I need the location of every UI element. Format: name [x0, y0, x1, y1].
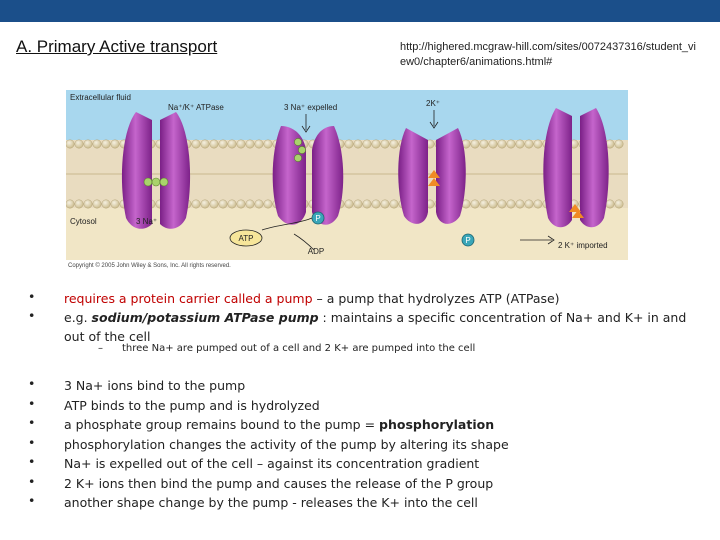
adp-label: ADP — [308, 247, 324, 256]
bullet-prefix: e.g. — [64, 310, 92, 325]
phospholipid-head — [255, 140, 263, 148]
top-banner — [0, 0, 720, 22]
na-in-label: 3 Na⁺ — [136, 217, 157, 226]
phospholipid-head — [93, 200, 101, 208]
atp-label: ATP — [239, 234, 254, 243]
phospholipid-head — [345, 140, 353, 148]
phospholipid-head — [219, 140, 227, 148]
phospholipid-head — [615, 140, 623, 148]
sodium-ion — [298, 146, 305, 153]
phosphate-label: P — [465, 236, 470, 245]
phospholipid-head — [264, 140, 272, 148]
phospholipid-head — [75, 200, 83, 208]
phospholipid-head — [210, 140, 218, 148]
sub-bullet-text: three Na+ are pumped out of a cell and 2… — [122, 343, 475, 354]
phospholipid-head — [390, 200, 398, 208]
phospholipid-head — [192, 140, 200, 148]
copyright-label: Copyright © 2005 John Wiley & Sons, Inc.… — [68, 262, 231, 269]
phospholipid-head — [237, 200, 245, 208]
na-expelled-label: 3 Na⁺ expelled — [284, 103, 337, 112]
extracellular-label: Extracellular fluid — [70, 93, 131, 102]
phospholipid-head — [354, 140, 362, 148]
phospholipid-head — [102, 200, 110, 208]
phospholipid-head — [381, 200, 389, 208]
phospholipid-head — [507, 140, 515, 148]
phospholipid-head — [255, 200, 263, 208]
phospholipid-head — [471, 140, 479, 148]
phospholipid-head — [201, 140, 209, 148]
phospholipid-head — [264, 200, 272, 208]
phospholipid-head — [354, 200, 362, 208]
sodium-ion — [160, 178, 168, 186]
phospholipid-head — [615, 200, 623, 208]
phospholipid-head — [516, 140, 524, 148]
sodium-ion — [152, 178, 160, 186]
cytosol-label: Cytosol — [70, 217, 97, 226]
phospholipid-head — [606, 200, 614, 208]
phospholipid-head — [390, 140, 398, 148]
phospholipid-head — [228, 140, 236, 148]
phospholipid-head — [201, 200, 209, 208]
phospholipid-head — [489, 200, 497, 208]
phospholipid-head — [480, 140, 488, 148]
phospholipid-head — [246, 140, 254, 148]
k-imported-label: 2 K⁺ imported — [558, 241, 608, 250]
phospholipid-head — [84, 200, 92, 208]
phosphorylation-term: phosphorylation — [379, 417, 494, 432]
sodium-ion — [144, 178, 152, 186]
bullet-emphasis: sodium/potassium ATPase pump — [92, 310, 319, 325]
phospholipid-head — [75, 140, 83, 148]
phospholipid-head — [471, 200, 479, 208]
phospholipid-head — [372, 200, 380, 208]
phospholipid-head — [516, 200, 524, 208]
phospholipid-head — [192, 200, 200, 208]
sodium-ion — [294, 138, 301, 145]
pump-diagram: P P ATP ADP Extracellular fluid Na⁺/K⁺ A… — [66, 90, 628, 270]
phospholipid-head — [498, 140, 506, 148]
phospholipid-head — [84, 140, 92, 148]
phospholipid-head — [228, 200, 236, 208]
phospholipid-head — [363, 140, 371, 148]
phospholipid-head — [480, 200, 488, 208]
phospholipid-head — [111, 200, 119, 208]
phospholipid-head — [534, 140, 542, 148]
k-outside-label: 2K⁺ — [426, 99, 440, 108]
phospholipid-head — [525, 140, 533, 148]
phospholipid-head — [93, 140, 101, 148]
phospholipid-head — [498, 200, 506, 208]
phospholipid-head — [237, 140, 245, 148]
phospholipid-head — [489, 140, 497, 148]
phospholipid-head — [66, 140, 74, 148]
bullet-rest: – a pump that hydrolyzes ATP (ATPase) — [313, 291, 560, 306]
sodium-ion — [294, 154, 301, 161]
phospholipid-head — [372, 140, 380, 148]
slide-title: A. Primary Active transport — [16, 37, 217, 57]
phospholipid-head — [246, 200, 254, 208]
pump-label: Na⁺/K⁺ ATPase — [168, 103, 224, 112]
phosphate-label: P — [315, 214, 320, 223]
phospholipid-head — [102, 140, 110, 148]
phospholipid-head — [345, 200, 353, 208]
bullet-lead: requires a protein carrier called a pump — [64, 291, 313, 306]
phospholipid-head — [363, 200, 371, 208]
phospholipid-head — [66, 200, 74, 208]
phospholipid-head — [210, 200, 218, 208]
phospholipid-head — [219, 200, 227, 208]
source-url[interactable]: http://highered.mcgraw-hill.com/sites/00… — [400, 40, 700, 70]
phospholipid-head — [534, 200, 542, 208]
phospholipid-head — [525, 200, 533, 208]
phospholipid-head — [507, 200, 515, 208]
phospholipid-head — [381, 140, 389, 148]
phospholipid-head — [111, 140, 119, 148]
